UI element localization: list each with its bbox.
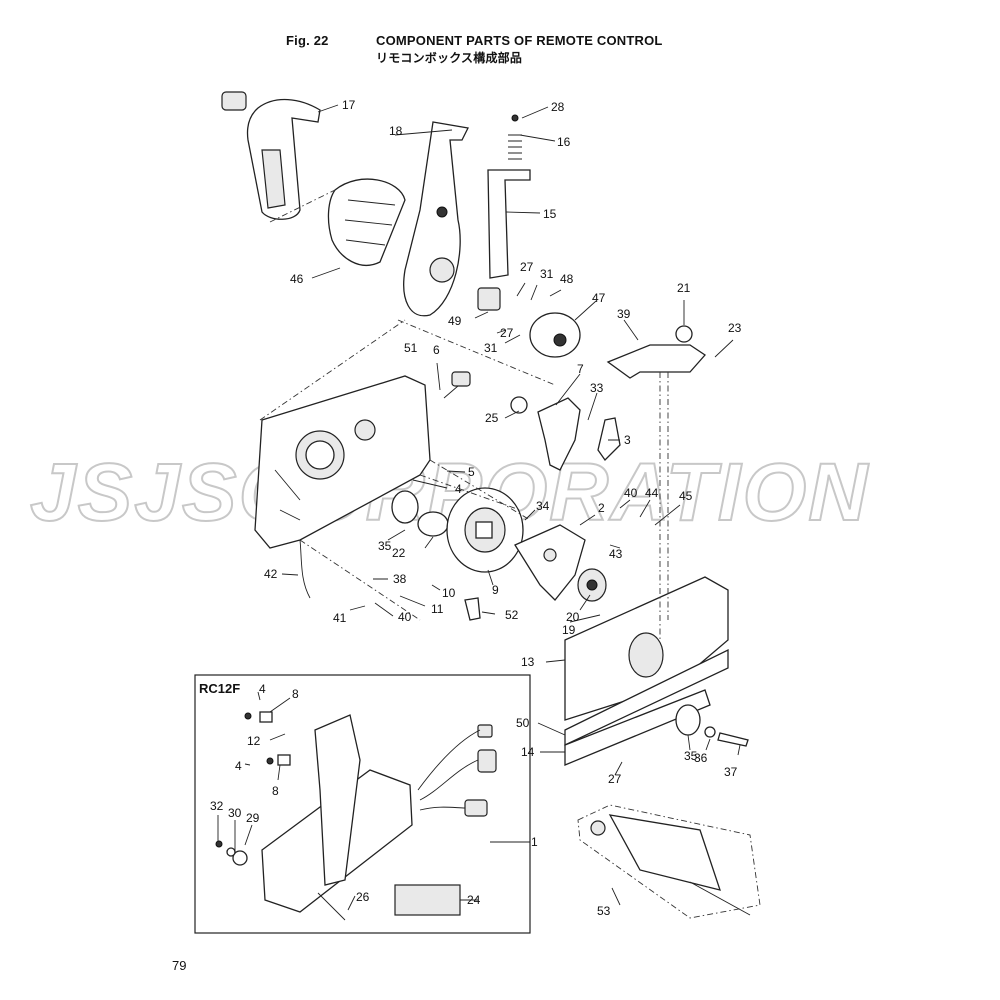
housing-part-51 xyxy=(254,375,431,549)
arm-part-18 xyxy=(403,121,469,317)
bracket-part-39 xyxy=(606,325,706,379)
callout-36: 36 xyxy=(694,751,708,765)
callout-28: 28 xyxy=(551,100,565,114)
callout-50: 50 xyxy=(516,716,530,730)
figure-title: COMPONENT PARTS OF REMOTE CONTROL xyxy=(376,33,663,48)
cam-part-47 xyxy=(529,312,581,358)
bolt-part-6 xyxy=(443,371,471,399)
bracket-assembly-part-53 xyxy=(577,804,761,919)
callout-5: 5 xyxy=(468,465,475,479)
callout-29: 29 xyxy=(246,811,260,825)
callout-27-bottom: 27 xyxy=(608,772,622,786)
callout-48: 48 xyxy=(560,272,574,286)
label-part-24 xyxy=(394,884,461,916)
plate-part-14 xyxy=(564,689,711,766)
callout-42: 42 xyxy=(264,567,278,581)
callout-4: 4 xyxy=(455,482,462,496)
callout-44: 44 xyxy=(645,486,659,500)
callout-27-top: 27 xyxy=(520,260,534,274)
callout-35-left: 35 xyxy=(378,539,392,553)
callout-21: 21 xyxy=(677,281,691,295)
callout-27-mid: 27 xyxy=(500,326,514,340)
callout-3: 3 xyxy=(624,433,631,447)
side-cover-part-13 xyxy=(564,576,729,721)
drum-part-20 xyxy=(577,568,607,602)
callout-38: 38 xyxy=(393,572,407,586)
figure-number: Fig. 22 xyxy=(286,33,329,48)
callout-25: 25 xyxy=(485,411,499,425)
callout-20: 20 xyxy=(566,610,580,624)
callout-2: 2 xyxy=(598,501,605,515)
remote-control-unit-part-1 xyxy=(261,714,497,913)
callout-16: 16 xyxy=(557,135,571,149)
callout-8-inset-top: 8 xyxy=(292,687,299,701)
callout-19: 19 xyxy=(562,623,576,637)
callout-8-inset-bottom: 8 xyxy=(272,784,279,798)
callout-49: 49 xyxy=(448,314,462,328)
lever-part-3 xyxy=(597,417,621,462)
link-part-2 xyxy=(514,524,586,601)
callout-4-inset-bottom: 4 xyxy=(235,759,242,773)
callout-14: 14 xyxy=(521,745,535,759)
callout-11: 11 xyxy=(431,602,444,616)
washer-part-25 xyxy=(510,396,528,414)
callout-47: 47 xyxy=(592,291,606,305)
small-parts-29-30-32-4-8-12 xyxy=(215,711,291,866)
spring-part-16 xyxy=(508,114,522,160)
callout-46: 46 xyxy=(290,272,304,286)
callout-13: 13 xyxy=(521,655,535,669)
figure-title-japanese: リモコンボックス構成部品 xyxy=(376,51,523,65)
bolt-parts-35-36-37 xyxy=(675,704,749,747)
page-number: 79 xyxy=(172,958,187,973)
screw-part-26 xyxy=(317,892,346,921)
callout-10: 10 xyxy=(442,586,456,600)
callout-40-right: 40 xyxy=(624,486,638,500)
callout-51: 51 xyxy=(404,341,418,355)
callout-52: 52 xyxy=(505,608,519,622)
callout-30: 30 xyxy=(228,806,242,820)
plate-part-50 xyxy=(564,648,729,747)
callout-40-left: 40 xyxy=(398,610,412,624)
callout-6: 6 xyxy=(433,343,440,357)
callout-35-right: 35 xyxy=(684,749,698,763)
callout-31-top: 31 xyxy=(540,267,554,281)
callout-17: 17 xyxy=(342,98,356,112)
callout-45: 45 xyxy=(679,489,693,503)
callout-15: 15 xyxy=(543,207,557,221)
callout-53: 53 xyxy=(597,904,611,918)
callout-26: 26 xyxy=(356,890,370,904)
callout-22: 22 xyxy=(392,546,406,560)
callout-37: 37 xyxy=(724,765,738,779)
callout-39: 39 xyxy=(617,307,631,321)
callout-18: 18 xyxy=(389,124,403,138)
washer-part-35-22 xyxy=(391,490,449,537)
lever-part-15 xyxy=(487,169,531,279)
callout-7: 7 xyxy=(577,362,584,376)
callout-1: 1 xyxy=(531,835,538,849)
callout-24: 24 xyxy=(467,893,481,907)
handle-part-17 xyxy=(221,91,321,220)
callout-23: 23 xyxy=(728,321,742,335)
cable-part-42 xyxy=(299,539,311,599)
gear-disc-part-9 xyxy=(446,487,524,573)
callout-32: 32 xyxy=(210,799,224,813)
callout-31-mid: 31 xyxy=(484,341,498,355)
block-part-49 xyxy=(477,287,501,311)
callout-12: 12 xyxy=(247,734,261,748)
plate-part-7 xyxy=(537,397,581,471)
callout-4-inset-top: 4 xyxy=(259,682,266,696)
inset-title: RC12F xyxy=(199,681,240,696)
callout-9: 9 xyxy=(492,583,499,597)
clip-part-52 xyxy=(464,597,481,621)
callout-41: 41 xyxy=(333,611,347,625)
callout-34: 34 xyxy=(536,499,550,513)
inset-box-rc12f xyxy=(194,674,531,934)
callout-33: 33 xyxy=(590,381,604,395)
callout-43: 43 xyxy=(609,547,623,561)
cover-part-46 xyxy=(327,178,406,266)
